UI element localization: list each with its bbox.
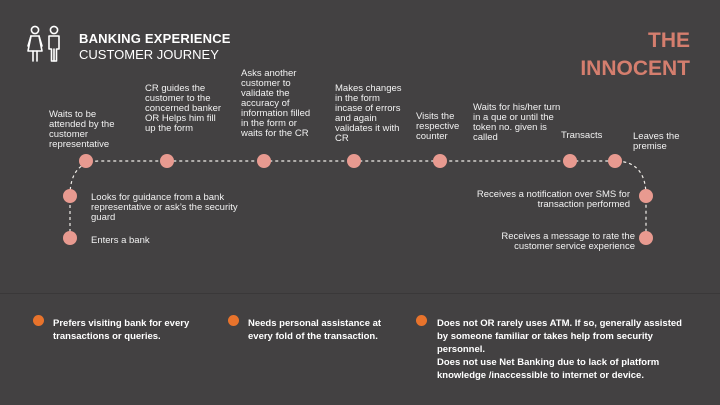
- node-transacts-leaves: [608, 154, 622, 168]
- step-makes-changes: Makes changes in the form incase of erro…: [335, 83, 402, 144]
- couple-icon: [27, 25, 60, 62]
- observation-1: Prefers visiting bank for every transact…: [53, 318, 190, 342]
- divider: [0, 293, 720, 294]
- bullet-dot-1: [33, 315, 44, 326]
- node-waits-attended: [79, 154, 93, 168]
- step-visits-counter: Visits the respective counter: [416, 111, 460, 142]
- persona-line-1: THE: [648, 29, 690, 52]
- observation-2: Needs personal assistance at every fold …: [248, 318, 382, 342]
- persona-line-2: INNOCENT: [580, 57, 690, 80]
- step-waits-attended: Waits to be attended by the customer rep…: [49, 109, 115, 150]
- node-asks-customer: [257, 154, 271, 168]
- step-leaves: Leaves the premise: [633, 131, 680, 152]
- node-enters-bank: [63, 231, 77, 245]
- bullet-dot-3: [416, 315, 427, 326]
- observation-3: Does not OR rarely uses ATM. If so, gene…: [437, 318, 682, 381]
- header-subtitle: CUSTOMER JOURNEY: [79, 47, 219, 62]
- header-title: BANKING EXPERIENCE: [79, 31, 231, 46]
- step-asks-customer: Asks another customer to validate the ac…: [241, 68, 311, 139]
- bullet-dot-2: [228, 315, 239, 326]
- node-cr-guides: [160, 154, 174, 168]
- node-visits-counter: [433, 154, 447, 168]
- step-looks-for-guidance: Looks for guidance from a bank represent…: [91, 192, 238, 223]
- step-enters-bank: Enters a bank: [91, 235, 150, 246]
- step-waits-turn: Waits for his/her turn in a que or until…: [473, 102, 561, 143]
- node-waits-turn: [563, 154, 577, 168]
- node-receives-sms: [639, 189, 653, 203]
- node-makes-changes: [347, 154, 361, 168]
- step-cr-guides: CR guides the customer to the concerned …: [145, 83, 222, 134]
- step-transacts: Transacts: [561, 130, 603, 141]
- persona-title: THE INNOCENT: [530, 27, 690, 83]
- journey-line: [69, 160, 647, 238]
- step-receives-rating: Receives a message to rate the customer …: [501, 231, 635, 252]
- node-receives-rating: [639, 231, 653, 245]
- step-receives-sms: Receives a notification over SMS for tra…: [476, 189, 630, 210]
- node-looks-for-guidance: [63, 189, 77, 203]
